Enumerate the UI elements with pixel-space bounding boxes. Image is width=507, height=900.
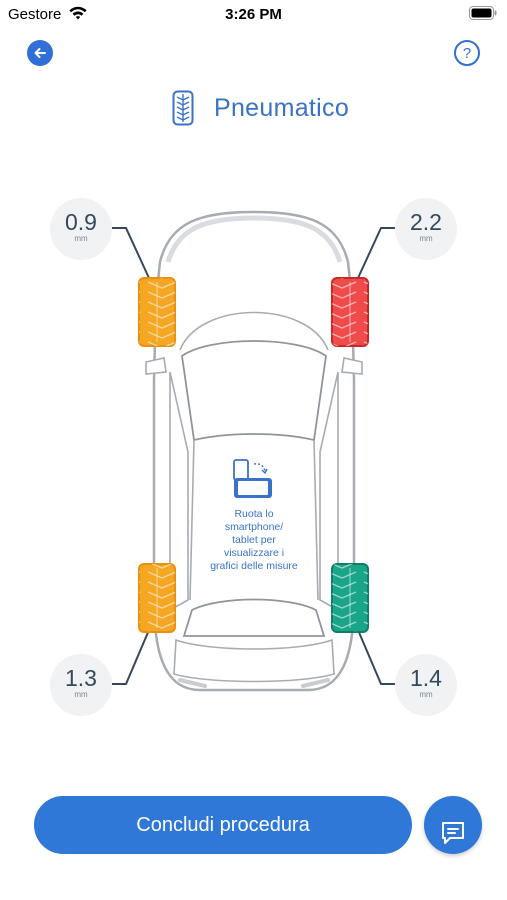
tire-icon bbox=[172, 90, 194, 126]
wear-rear-right-unit: mm bbox=[419, 690, 433, 699]
status-time: 3:26 PM bbox=[225, 6, 282, 23]
wear-front-left-unit: mm bbox=[74, 234, 88, 243]
tire-rear-right bbox=[331, 563, 369, 633]
rear-window bbox=[182, 598, 326, 637]
wear-front-left: 0.9 mm bbox=[50, 198, 112, 260]
status-bar: Gestore 3:26 PM bbox=[0, 0, 507, 30]
rotate-hint-line: Ruota lo bbox=[234, 508, 274, 520]
wear-rear-left-unit: mm bbox=[74, 690, 88, 699]
help-button[interactable]: ? bbox=[454, 40, 480, 66]
finish-procedure-button[interactable]: Concludi procedura bbox=[34, 796, 412, 854]
wear-front-right-value: 2.2 bbox=[410, 209, 442, 235]
wear-rear-left-value: 1.3 bbox=[65, 665, 97, 691]
connector-rear-right bbox=[357, 629, 395, 685]
car-body bbox=[152, 210, 356, 692]
connector-front-left bbox=[112, 227, 150, 279]
wifi-icon bbox=[69, 6, 87, 20]
connector-front-right bbox=[357, 227, 395, 279]
rotate-hint-line: grafici delle misure bbox=[210, 560, 298, 572]
battery-icon bbox=[469, 6, 497, 20]
rotate-hint-line: smartphone/ bbox=[224, 521, 284, 533]
tire-front-right bbox=[331, 277, 369, 347]
carrier-label: Gestore bbox=[8, 6, 62, 23]
rotate-hint-line: visualizzare i bbox=[223, 547, 285, 559]
car-diagram bbox=[112, 210, 395, 692]
tire-front-left bbox=[138, 277, 176, 347]
wear-rear-right-value: 1.4 bbox=[410, 665, 442, 691]
windshield bbox=[181, 340, 327, 442]
rotate-hint-line: tablet per bbox=[232, 534, 276, 546]
wear-front-right: 2.2 mm bbox=[395, 198, 457, 260]
rotate-hint-text: Ruota lo smartphone/ tablet per visualiz… bbox=[204, 508, 304, 573]
page-title: Pneumatico bbox=[214, 94, 350, 122]
page-header: Pneumatico bbox=[0, 86, 507, 130]
wear-rear-left: 1.3 mm bbox=[50, 654, 112, 716]
back-button[interactable] bbox=[27, 40, 53, 66]
chat-icon bbox=[442, 821, 464, 844]
wear-front-right-unit: mm bbox=[419, 234, 433, 243]
rotate-phone-icon bbox=[233, 459, 272, 498]
connector-rear-left bbox=[112, 629, 150, 685]
chat-button[interactable] bbox=[424, 796, 482, 854]
wear-rear-right: 1.4 mm bbox=[395, 654, 457, 716]
tire-rear-left bbox=[138, 563, 176, 633]
wear-front-left-value: 0.9 bbox=[65, 209, 97, 235]
arrow-left-icon bbox=[34, 48, 46, 58]
